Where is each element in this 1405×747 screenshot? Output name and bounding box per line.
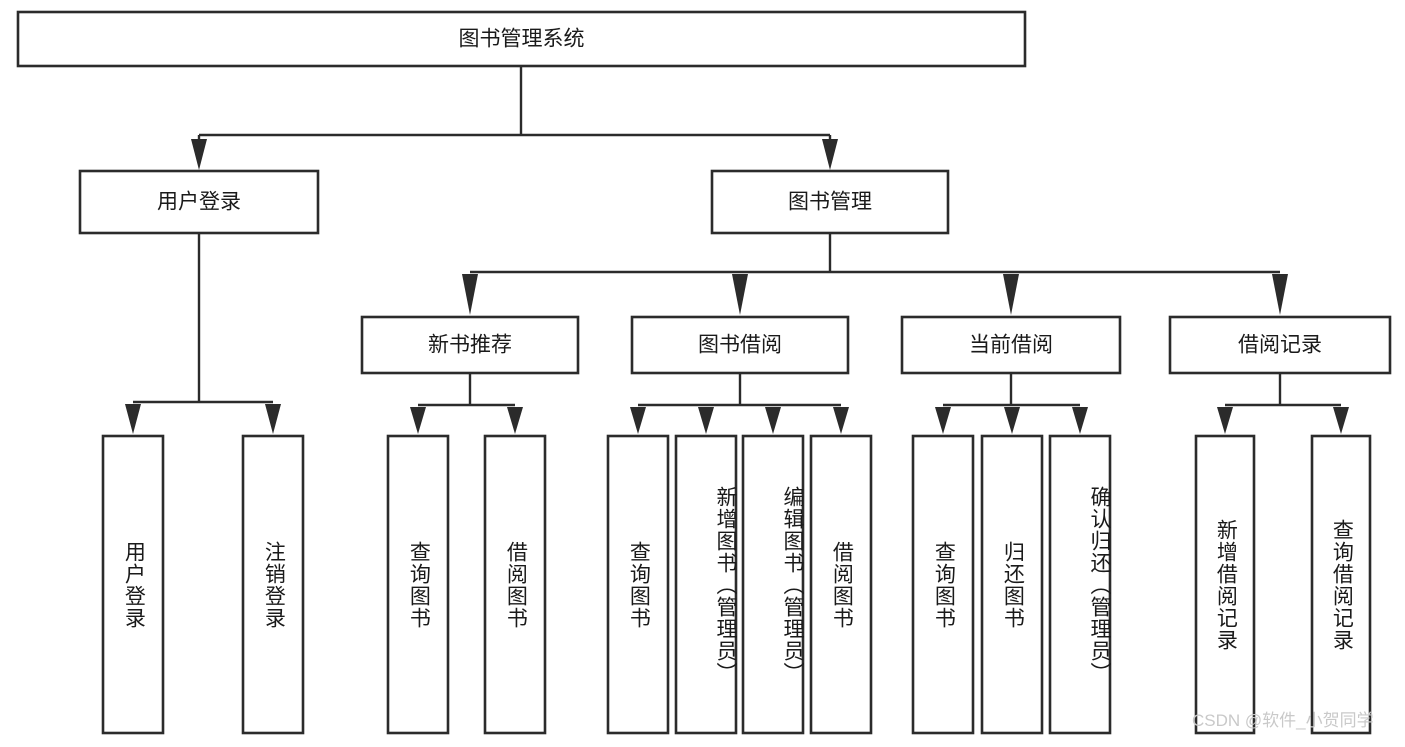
arrow-head-leaf-user-login xyxy=(125,404,141,434)
node-new-book-recommend-box[interactable] xyxy=(360,315,580,375)
node-borrow-record-label: 借阅记录 xyxy=(1238,334,1322,357)
arrow-head-leaf-logout xyxy=(265,404,281,434)
leaf-box-logout[interactable] xyxy=(241,434,305,735)
node-current-borrow-box[interactable] xyxy=(900,315,1122,375)
connector-group-new-book-rec xyxy=(410,373,523,434)
csdn-watermark: CSDN @软件_小贺同学 xyxy=(1192,711,1374,730)
connector-group-current-borrow xyxy=(935,373,1088,434)
arrow-head-leaf-query-record xyxy=(1333,407,1349,434)
leaf-box-query-book-c[interactable] xyxy=(911,434,975,735)
arrow-head-leaf-return-book xyxy=(1004,407,1020,434)
node-root-box[interactable] xyxy=(16,10,1027,68)
leaf-box-user-login[interactable] xyxy=(101,434,165,735)
arrow-head-leaf-add-book xyxy=(698,407,714,434)
node-book-borrow-box[interactable] xyxy=(630,315,850,375)
leaf-box-add-record[interactable] xyxy=(1194,434,1256,735)
arrow-head-leaf-query-book-b xyxy=(630,407,646,434)
connector-group-borrow-record xyxy=(1217,373,1349,434)
arrow-head-leaf-borrow-book-b xyxy=(833,407,849,434)
arrow-head-leaf-borrow-book-a xyxy=(507,407,523,434)
leaf-box-edit-book[interactable] xyxy=(741,434,805,735)
connector-group-book-mgmt xyxy=(462,233,1288,315)
arrow-head-leaf-edit-book xyxy=(765,407,781,434)
node-user-login[interactable]: 用户登录 xyxy=(78,169,320,235)
node-new-book-recommend-label: 新书推荐 xyxy=(428,334,512,357)
arrow-head-to-current-borrow xyxy=(1003,274,1019,315)
node-book-management-box[interactable] xyxy=(710,169,950,235)
leaf-box-borrow-book-b[interactable] xyxy=(809,434,873,735)
arrow-head-leaf-query-book-c xyxy=(935,407,951,434)
node-borrow-record[interactable]: 借阅记录 xyxy=(1168,315,1392,375)
node-book-management[interactable]: 图书管理 xyxy=(710,169,950,235)
connector-group-root xyxy=(191,66,838,170)
leaf-box-confirm-return[interactable] xyxy=(1048,434,1112,735)
arrow-head-to-borrow-record xyxy=(1272,274,1288,315)
node-new-book-recommend[interactable]: 新书推荐 xyxy=(360,315,580,375)
arrow-head-to-user-login xyxy=(191,139,207,170)
arrow-head-to-book-mgmt xyxy=(822,139,838,170)
connector-group-book-borrow xyxy=(630,373,849,434)
node-current-borrow-label: 当前借阅 xyxy=(969,334,1053,357)
node-book-borrow[interactable]: 图书借阅 xyxy=(630,315,850,375)
leaf-box-query-book-b[interactable] xyxy=(606,434,670,735)
node-book-management-label: 图书管理 xyxy=(788,191,872,214)
arrow-head-to-book-borrow xyxy=(732,274,748,315)
leaf-boxes xyxy=(101,434,1372,735)
leaf-box-borrow-book-a[interactable] xyxy=(483,434,547,735)
arrow-head-leaf-add-record xyxy=(1217,407,1233,434)
node-book-borrow-label: 图书借阅 xyxy=(698,334,782,357)
leaf-box-query-book-a[interactable] xyxy=(386,434,450,735)
arrow-head-to-new-book-rec xyxy=(462,274,478,315)
node-user-login-label: 用户登录 xyxy=(157,191,241,214)
leaf-box-return-book[interactable] xyxy=(980,434,1044,735)
leaf-box-query-record[interactable] xyxy=(1310,434,1372,735)
arrow-head-leaf-confirm-return xyxy=(1072,407,1088,434)
connector-group-user-login xyxy=(125,233,281,434)
node-current-borrow[interactable]: 当前借阅 xyxy=(900,315,1122,375)
leaf-box-add-book[interactable] xyxy=(674,434,738,735)
arrow-head-leaf-query-book-a xyxy=(410,407,426,434)
node-borrow-record-box[interactable] xyxy=(1168,315,1392,375)
node-user-login-box[interactable] xyxy=(78,169,320,235)
node-root[interactable]: 图书管理系统 xyxy=(16,10,1027,68)
node-root-label: 图书管理系统 xyxy=(459,28,585,51)
